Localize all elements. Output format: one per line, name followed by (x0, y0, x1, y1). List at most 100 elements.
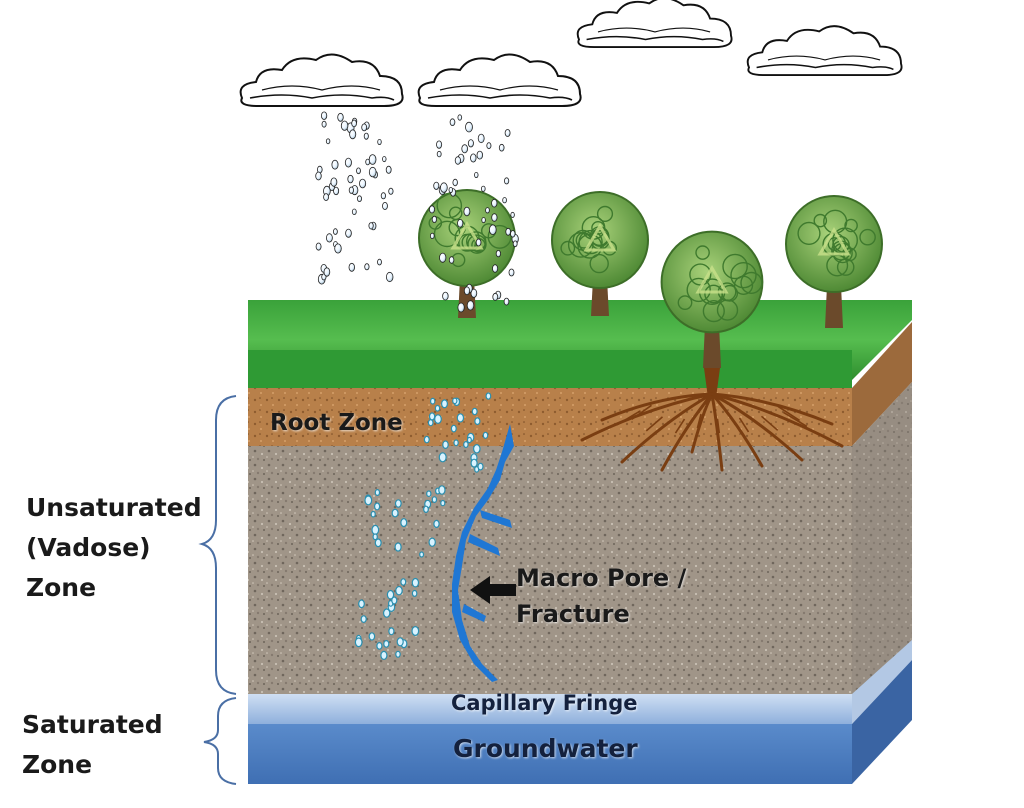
raindrop-icon (376, 642, 383, 650)
raindrop-icon (419, 551, 425, 558)
raindrop-icon (321, 120, 327, 128)
raindrop-icon (434, 414, 442, 425)
raindrop-icon (429, 232, 435, 239)
raindrop-icon (481, 217, 486, 224)
infiltration-drops-group (354, 392, 492, 661)
fracture-branch-3 (462, 604, 486, 622)
raindrop-icon (470, 288, 478, 298)
raindrop-icon (356, 167, 361, 175)
unsaturated-label-line2: (Vadose) (26, 533, 151, 562)
raindrop-icon (510, 230, 516, 238)
raindrop-icon (400, 578, 407, 586)
raindrop-icon (380, 650, 388, 661)
saturated-label-line2: Zone (22, 750, 93, 779)
raindrop-icon (374, 489, 381, 497)
fracture-branch-2 (468, 534, 500, 556)
raindrop-icon (456, 413, 465, 423)
raindrop-icon (482, 431, 489, 439)
raindrop-icon (315, 171, 322, 181)
unsaturated-zone-bracket (198, 395, 237, 695)
raindrop-icon (463, 206, 471, 217)
raindrop-icon (368, 166, 377, 178)
raindrop-icon (448, 186, 453, 193)
raindrop-icon (359, 178, 367, 189)
raindrop-icon (364, 263, 370, 271)
side-face-root (852, 322, 912, 446)
raindrop-icon (433, 519, 440, 529)
unsaturated-label-line3: Zone (26, 573, 97, 602)
raindrop-icon (491, 213, 498, 222)
side-face-groundwater (852, 660, 912, 784)
raindrop-icon (388, 187, 394, 195)
raindrop-icon (504, 129, 511, 137)
arrow-left-icon (470, 576, 516, 604)
raindrop-icon (383, 608, 391, 618)
raindrop-icon (436, 140, 443, 149)
raindrop-icon (334, 243, 342, 254)
raindrop-icon (503, 297, 510, 306)
raindrop-icon (315, 242, 322, 251)
cloud-icon (746, 25, 903, 77)
raindrop-icon (388, 627, 395, 636)
raindrop-icon (470, 153, 477, 163)
raindrop-icon (436, 150, 442, 158)
raindrop-icon (330, 177, 338, 187)
tree-icon (551, 191, 649, 316)
raindrop-icon (495, 250, 501, 258)
raindrop-icon (480, 185, 486, 192)
raindrop-icon (452, 397, 458, 405)
capillary-fringe-layer (248, 694, 852, 724)
raindrop-icon (423, 505, 429, 513)
raindrop-icon (454, 156, 461, 165)
cloud-icon (239, 53, 404, 107)
raindrop-icon (466, 436, 472, 444)
raindrop-icon (431, 496, 438, 504)
raindrop-icon (323, 267, 331, 277)
raindrop-icon (426, 490, 432, 498)
raindrop-icon (360, 615, 367, 623)
raindrop-icon (411, 625, 420, 636)
raindrop-icon (450, 424, 457, 433)
raindrop-icon (396, 637, 404, 647)
saturated-zone-bracket (203, 697, 237, 785)
side-face-capillary (852, 640, 912, 724)
raindrop-icon (452, 178, 458, 187)
raindrop-icon (486, 142, 492, 150)
raindrop-icon (440, 182, 448, 193)
raindrop-icon (351, 208, 357, 215)
capillary-fringe-label: Capillary Fringe (451, 691, 638, 715)
saturated-label-line1: Saturated (22, 710, 163, 739)
raindrop-icon (394, 542, 402, 552)
raindrop-icon (345, 228, 352, 238)
raindrop-icon (510, 211, 515, 218)
raindrop-icon (505, 227, 512, 236)
root-system (580, 368, 844, 472)
raindrop-icon (434, 404, 441, 412)
raindrop-icon (356, 195, 362, 203)
raindrop-icon (488, 224, 497, 236)
raindrop-icon (374, 502, 381, 511)
raindrop-icon (474, 417, 481, 426)
raindrop-icon (463, 441, 469, 449)
tree-icon (785, 195, 883, 328)
macro-pore-fracture (452, 424, 514, 682)
raindrop-icon (380, 192, 386, 200)
raindrop-icon (477, 462, 484, 471)
raindrop-icon (448, 256, 455, 264)
raindrop-icon (331, 159, 339, 170)
cloud-icon (576, 0, 733, 49)
raindrop-icon (431, 215, 437, 223)
raindrop-icon (395, 585, 403, 596)
raindrop-icon (354, 637, 363, 648)
raindrop-icon (349, 129, 357, 140)
raindrop-icon (368, 154, 377, 165)
raindrop-icon (370, 510, 376, 518)
raindrop-icon (461, 144, 469, 154)
raindrop-icon (449, 118, 456, 126)
macro-label-line2: Fracture (516, 600, 630, 628)
raindrop-icon (400, 518, 408, 528)
raindrop-icon (391, 508, 399, 518)
raindrop-icon (475, 238, 482, 247)
cloud-icon (417, 53, 582, 107)
raindrop-icon (463, 286, 471, 296)
